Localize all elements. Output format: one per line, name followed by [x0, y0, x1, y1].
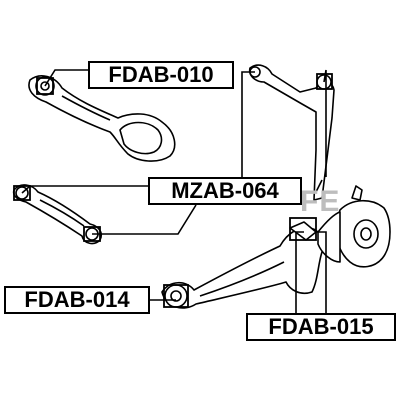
brand-watermark: FE — [300, 185, 341, 218]
bushing-marker-014 — [163, 284, 189, 308]
leader-mzab-064-b — [92, 204, 197, 235]
wheel-knuckle — [317, 185, 391, 268]
part-label-mzab-064[interactable]: MZAB-064 — [148, 177, 302, 205]
lower-link-arm — [12, 184, 103, 245]
leader-mzab-064-e — [302, 179, 323, 193]
leader-mzab-064-a — [21, 185, 148, 194]
bushing-marker-015 — [289, 217, 317, 241]
bushing-marker-064-left — [13, 185, 31, 201]
upper-control-arm — [28, 75, 176, 162]
leader-fdab-015-a — [295, 231, 304, 313]
part-label-fdab-014[interactable]: FDAB-014 — [4, 286, 150, 314]
bushing-marker-064-top — [316, 73, 333, 90]
leader-fdab-015-b — [316, 231, 327, 313]
part-label-fdab-015[interactable]: FDAB-015 — [246, 313, 396, 341]
bushing-markers — [13, 73, 333, 308]
part-label-fdab-010[interactable]: FDAB-010 — [88, 61, 234, 89]
leader-fdab-010 — [44, 69, 88, 87]
leader-mzab-064-c — [241, 71, 255, 177]
bushing-marker-064-lower — [83, 226, 101, 242]
leader-mzab-064-d — [323, 69, 327, 177]
bushing-marker-010 — [36, 77, 54, 95]
lower-control-arm — [161, 221, 325, 309]
